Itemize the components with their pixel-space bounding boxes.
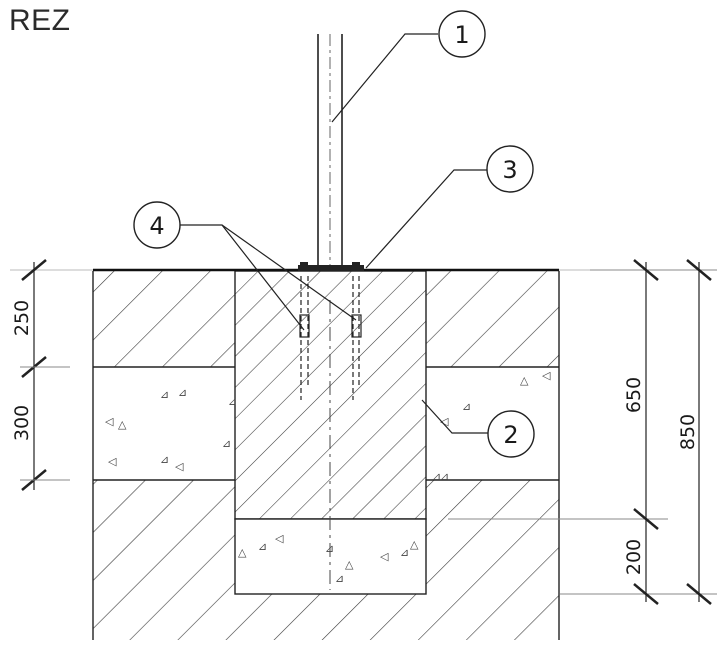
svg-text:◁: ◁	[542, 369, 551, 382]
svg-text:4: 4	[149, 212, 164, 240]
svg-text:3: 3	[502, 156, 517, 184]
callout-2: 2	[487, 410, 535, 458]
svg-text:⊿: ⊿	[325, 542, 334, 555]
svg-text:◁: ◁	[108, 455, 117, 468]
svg-text:⊿: ⊿	[258, 540, 267, 553]
left-dimension-chain	[20, 259, 70, 491]
svg-text:◁: ◁	[105, 415, 114, 428]
gravel-left	[93, 367, 235, 480]
gravel-aggregate: △⊿⊿ ◁⊿◁ ⊿◁⊿ △◁⊿ ◁⊿⊿ △⊿◁ ⊿⊿△ ◁⊿△	[105, 369, 551, 585]
svg-text:⊿: ⊿	[400, 546, 409, 559]
svg-text:△: △	[410, 538, 419, 551]
svg-text:⊿: ⊿	[440, 470, 449, 483]
svg-text:△: △	[520, 374, 529, 387]
svg-text:◁: ◁	[275, 532, 284, 545]
callout-3: 3	[486, 145, 534, 193]
soil-left-top	[93, 271, 235, 367]
soil-right-bottom	[426, 480, 559, 640]
svg-text:⊿: ⊿	[222, 437, 231, 450]
base-plate	[298, 265, 364, 271]
right-dimension-chain	[448, 259, 717, 605]
dim-250: 250	[11, 300, 33, 336]
svg-text:⊿: ⊿	[228, 395, 237, 408]
svg-text:⊿: ⊿	[462, 400, 471, 413]
soil-right-top	[426, 271, 559, 367]
svg-text:△: △	[118, 418, 127, 431]
svg-text:⊿: ⊿	[160, 388, 169, 401]
dim-200: 200	[623, 539, 645, 575]
callout-1: 1	[438, 10, 486, 58]
soil-left-bottom	[93, 480, 235, 640]
soil-under-gravel-bed	[235, 594, 426, 640]
dim-850: 850	[677, 414, 699, 450]
svg-text:△: △	[238, 546, 247, 559]
callout-4: 4	[133, 201, 181, 249]
post	[317, 34, 343, 266]
dim-300: 300	[11, 405, 33, 441]
svg-text:◁: ◁	[175, 460, 184, 473]
dim-650: 650	[623, 377, 645, 413]
svg-text:⊿: ⊿	[160, 453, 169, 466]
svg-text:⊿: ⊿	[178, 386, 187, 399]
section-title: REZ	[9, 4, 71, 37]
svg-text:2: 2	[503, 421, 518, 449]
svg-text:⊿: ⊿	[335, 572, 344, 585]
svg-text:1: 1	[454, 21, 469, 49]
svg-text:⊿: ⊿	[432, 470, 441, 483]
svg-text:△: △	[345, 558, 354, 571]
callout-leaders	[180, 33, 488, 434]
anchor-bolts	[299, 276, 362, 400]
svg-text:◁: ◁	[380, 550, 389, 563]
svg-text:◁: ◁	[440, 415, 449, 428]
